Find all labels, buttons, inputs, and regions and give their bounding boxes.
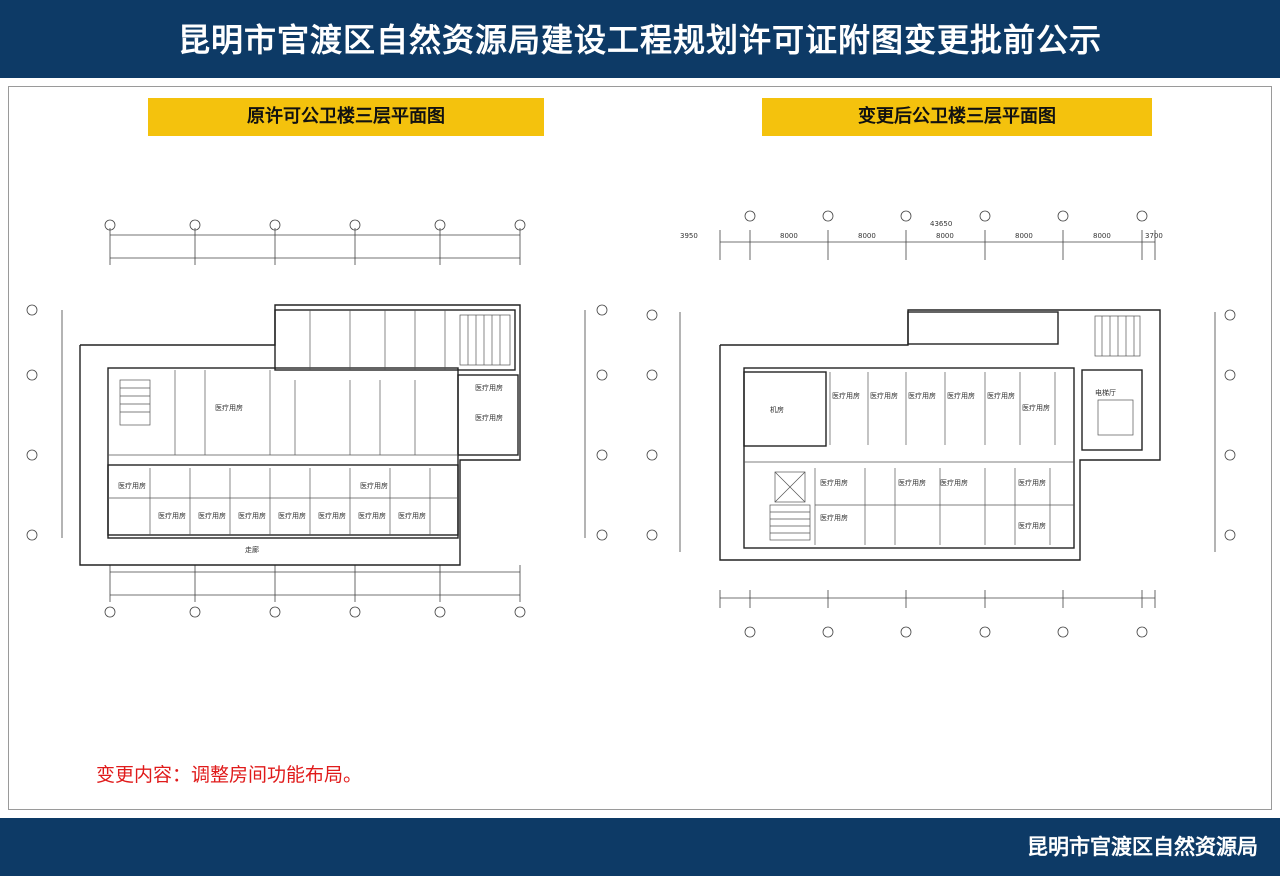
plan-left-room-5: 医疗用房: [278, 511, 306, 520]
plan-right-room-7: 医疗用房: [1022, 403, 1050, 412]
original-floor-plan: 医疗用房 医疗用房 医疗用房 医疗用房 医疗用房 医疗用房 医疗用房 医疗用房 …: [26, 219, 608, 618]
plan-left-room-12: 医疗用房: [360, 481, 388, 490]
plan-right-room-5: 医疗用房: [947, 391, 975, 400]
plan-left-room-2: 医疗用房: [158, 511, 186, 520]
plan-right-dim-2: 8000: [780, 232, 798, 240]
content-frame: [8, 86, 1272, 810]
plan-right-room-2: 医疗用房: [832, 391, 860, 400]
plan-right-room-11: 医疗用房: [940, 478, 968, 487]
plan-left-room-9: 医疗用房: [215, 403, 243, 412]
plan-right-room-4: 医疗用房: [908, 391, 936, 400]
plan-left-room-7: 医疗用房: [358, 511, 386, 520]
plan-right-overall-dim: 43650: [930, 220, 952, 228]
plan-left-room-8: 医疗用房: [398, 511, 426, 520]
plan-left-room-1: 医疗用房: [118, 481, 146, 490]
plan-right-dim-1: 3950: [680, 232, 698, 240]
plan-left-room-13: 走廊: [245, 545, 259, 554]
plan-right-dim-4: 8000: [936, 232, 954, 240]
plan-right-dim-3: 8000: [858, 232, 876, 240]
header-bar: 昆明市官渡区自然资源局建设工程规划许可证附图变更批前公示: [0, 0, 1280, 78]
plan-left-room-10: 医疗用房: [475, 383, 503, 392]
footer-bar: 昆明市官渡区自然资源局: [0, 818, 1280, 876]
revised-plan-label: 变更后公卫楼三层平面图: [762, 98, 1152, 136]
plan-right-room-13: 医疗用房: [1018, 521, 1046, 530]
plan-right-dim-6: 8000: [1093, 232, 1111, 240]
plan-right-room-6: 医疗用房: [987, 391, 1015, 400]
plan-left-room-3: 医疗用房: [198, 511, 226, 520]
plan-left-room-4: 医疗用房: [238, 511, 266, 520]
plan-right-room-9: 医疗用房: [820, 513, 848, 522]
plan-left-room-6: 医疗用房: [318, 511, 346, 520]
plan-right-room-14: 电梯厅: [1095, 388, 1116, 397]
revised-floor-plan: 3950 8000 8000 8000 8000 8000 3700 43650…: [646, 210, 1236, 638]
page-title: 昆明市官渡区自然资源局建设工程规划许可证附图变更批前公示: [177, 21, 1102, 59]
plan-right-room-3: 医疗用房: [870, 391, 898, 400]
original-plan-label: 原许可公卫楼三层平面图: [148, 98, 544, 136]
plan-left-room-11: 医疗用房: [475, 413, 503, 422]
plan-right-room-10: 医疗用房: [898, 478, 926, 487]
plan-right-dim-5: 8000: [1015, 232, 1033, 240]
footer-organization: 昆明市官渡区自然资源局: [1027, 835, 1258, 859]
plan-right-room-12: 医疗用房: [1018, 478, 1046, 487]
plan-right-room-8: 医疗用房: [820, 478, 848, 487]
change-description: 变更内容：调整房间功能布局。: [96, 764, 363, 786]
plan-right-room-1: 机房: [770, 405, 784, 414]
plan-right-dim-7: 3700: [1145, 232, 1163, 240]
